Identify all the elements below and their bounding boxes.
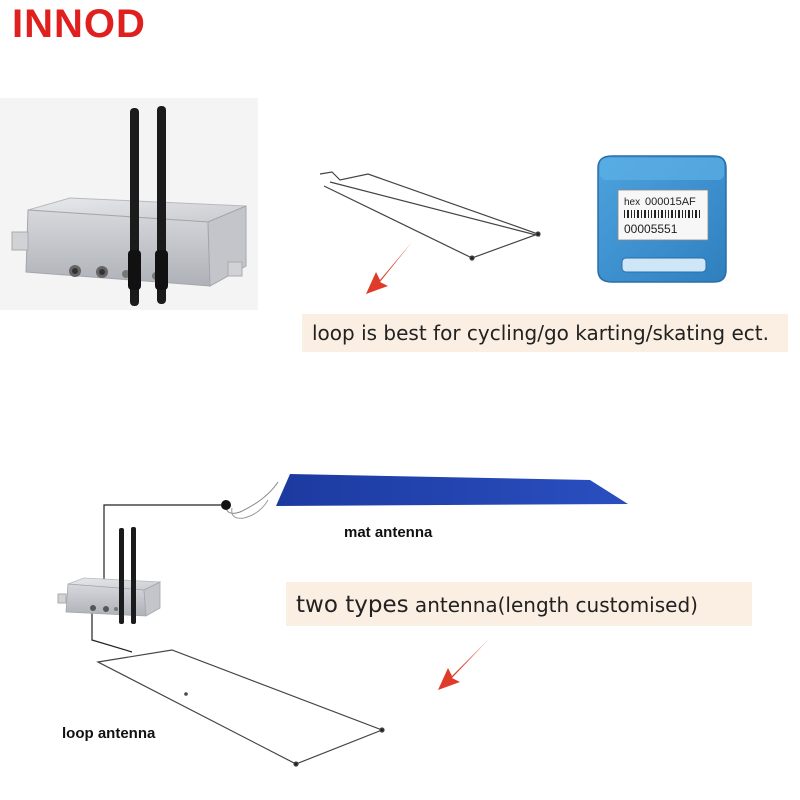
loop-antenna-label: loop antenna <box>62 725 156 742</box>
two-types-text: two types <box>296 592 409 618</box>
two-types-callout: two types antenna(length customised) <box>286 582 752 626</box>
mat-antenna <box>221 474 628 519</box>
mat-antenna-label: mat antenna <box>344 524 433 541</box>
loop-antenna-bottom <box>96 649 385 767</box>
rfid-tag: hex 000015AF 00005551 <box>597 155 727 283</box>
barcode <box>624 210 700 218</box>
tag-hex-label: hex <box>624 197 640 208</box>
antenna-cables <box>91 504 221 653</box>
tag-hex-value: 000015AF <box>645 196 696 208</box>
antenna-length-text: antenna(length customised) <box>408 593 698 617</box>
tag-serial: 00005551 <box>624 222 678 236</box>
arrow-icon-2 <box>438 640 488 690</box>
loop-antenna-top <box>319 171 541 261</box>
arrow-icon <box>366 242 412 294</box>
rfid-reader-small <box>57 527 162 624</box>
rfid-reader-large <box>11 106 247 306</box>
loop-use-callout: loop is best for cycling/go karting/skat… <box>302 314 788 352</box>
brand-logo: INNOD <box>12 2 146 46</box>
